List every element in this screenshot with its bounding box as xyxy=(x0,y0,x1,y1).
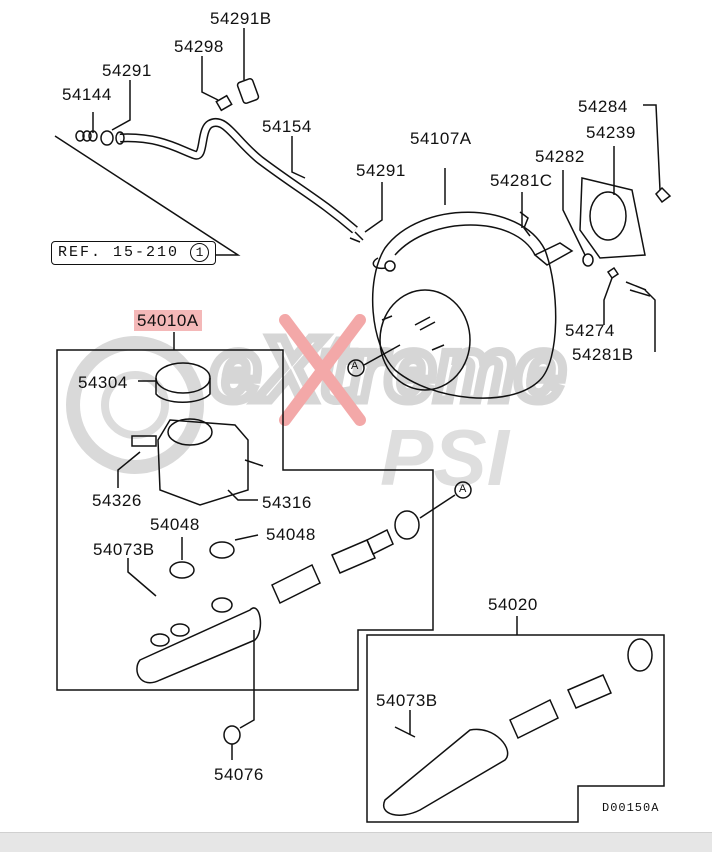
leader-54284 xyxy=(643,104,661,191)
grommet-54048-b xyxy=(209,541,235,559)
leader-54326 xyxy=(117,451,141,488)
part-label-54073B[interactable]: 54073B xyxy=(93,540,155,559)
callout-letter-a-lower: A xyxy=(459,483,467,495)
clevis-fitting xyxy=(533,242,574,266)
part-label-54281B[interactable]: 54281B xyxy=(572,345,634,364)
part-label-54073B-b[interactable]: 54073B xyxy=(376,691,438,710)
piston-assembly-b xyxy=(509,638,653,740)
assembly-box-54010A xyxy=(56,332,434,691)
vacuum-hose xyxy=(119,117,358,234)
bolt-54076 xyxy=(223,725,241,745)
part-label-54274[interactable]: 54274 xyxy=(565,321,615,340)
leader-54316 xyxy=(227,489,258,501)
part-label-54144[interactable]: 54144 xyxy=(62,85,112,104)
part-label-54239[interactable]: 54239 xyxy=(586,123,636,142)
reference-box[interactable]: REF. 15-210 1 xyxy=(51,241,217,265)
part-label-54076[interactable]: 54076 xyxy=(214,765,264,784)
pin-54281B xyxy=(625,281,651,297)
callout-marker-a-lower xyxy=(454,481,472,499)
master-cylinder-body xyxy=(136,597,262,684)
leader-54282 xyxy=(562,170,586,256)
part-label-54020[interactable]: 54020 xyxy=(488,595,538,614)
part-label-54154[interactable]: 54154 xyxy=(262,117,312,136)
reservoir-tank xyxy=(131,418,264,506)
part-label-54281C[interactable]: 54281C xyxy=(490,171,553,190)
callout-letter-a-upper: A xyxy=(351,360,359,372)
part-label-54291[interactable]: 54291 xyxy=(102,61,152,80)
leader-54281B xyxy=(644,289,656,352)
check-valve xyxy=(215,78,260,112)
brake-booster xyxy=(349,211,557,399)
grommet-54048-a xyxy=(169,561,195,579)
piston-assembly xyxy=(271,494,456,605)
pin-54073B-b xyxy=(394,726,416,738)
part-label-54291-mid[interactable]: 54291 xyxy=(356,161,406,180)
leader-54298 xyxy=(201,56,219,101)
clip-54281C xyxy=(519,211,531,237)
part-label-54298[interactable]: 54298 xyxy=(174,37,224,56)
pin-54274 xyxy=(606,266,620,280)
part-label-54048-a[interactable]: 54048 xyxy=(150,515,200,534)
part-label-54010A[interactable]: 54010A xyxy=(134,310,202,331)
part-label-54326[interactable]: 54326 xyxy=(92,491,142,510)
leader-54274 xyxy=(603,277,613,325)
leader-54073B-a xyxy=(127,558,157,597)
reservoir-cap xyxy=(155,362,211,403)
part-label-54304[interactable]: 54304 xyxy=(78,373,128,392)
callout-marker-a-upper xyxy=(347,359,365,377)
nut-54284 xyxy=(655,186,672,204)
reference-text: REF. 15-210 xyxy=(58,244,180,261)
washer-54282 xyxy=(582,253,594,267)
hose-end-fittings xyxy=(75,130,125,146)
part-label-54316[interactable]: 54316 xyxy=(262,493,312,512)
booster-gasket xyxy=(579,177,646,259)
master-cylinder-body-b xyxy=(382,728,509,816)
part-label-54107A[interactable]: 54107A xyxy=(410,129,472,148)
bottom-scroll-bar xyxy=(0,832,712,852)
leader-54048-b xyxy=(234,534,259,541)
drawing-code: D00150A xyxy=(602,801,660,815)
assembly-box-54020 xyxy=(366,616,665,823)
leader-54291-mid xyxy=(364,182,383,233)
leader-54154 xyxy=(291,136,306,179)
part-label-54048-b[interactable]: 54048 xyxy=(266,525,316,544)
part-label-54284[interactable]: 54284 xyxy=(578,97,628,116)
part-label-54291B[interactable]: 54291B xyxy=(210,9,272,28)
leader-54291-top xyxy=(111,80,131,131)
ref-pointer-line xyxy=(54,135,241,256)
reference-circle-number: 1 xyxy=(190,243,210,262)
part-label-54282[interactable]: 54282 xyxy=(535,147,585,166)
leader-54076 xyxy=(239,630,255,729)
